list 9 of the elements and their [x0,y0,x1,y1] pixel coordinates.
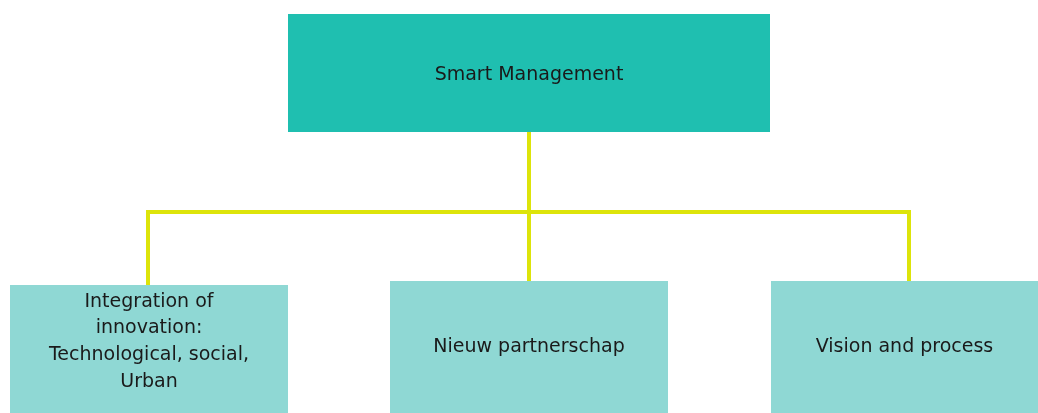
child-box [10,285,288,413]
root-box [288,14,770,132]
box-label: Vision and process [815,332,994,358]
child-box [771,281,1038,413]
box-label: Integration of innovation: Technological, social, Urban [47,287,251,393]
box-label: Smart Management [434,60,624,86]
child-box [390,281,668,413]
connector-line [527,132,911,281]
box-label: Nieuw partnerschap [433,332,625,358]
